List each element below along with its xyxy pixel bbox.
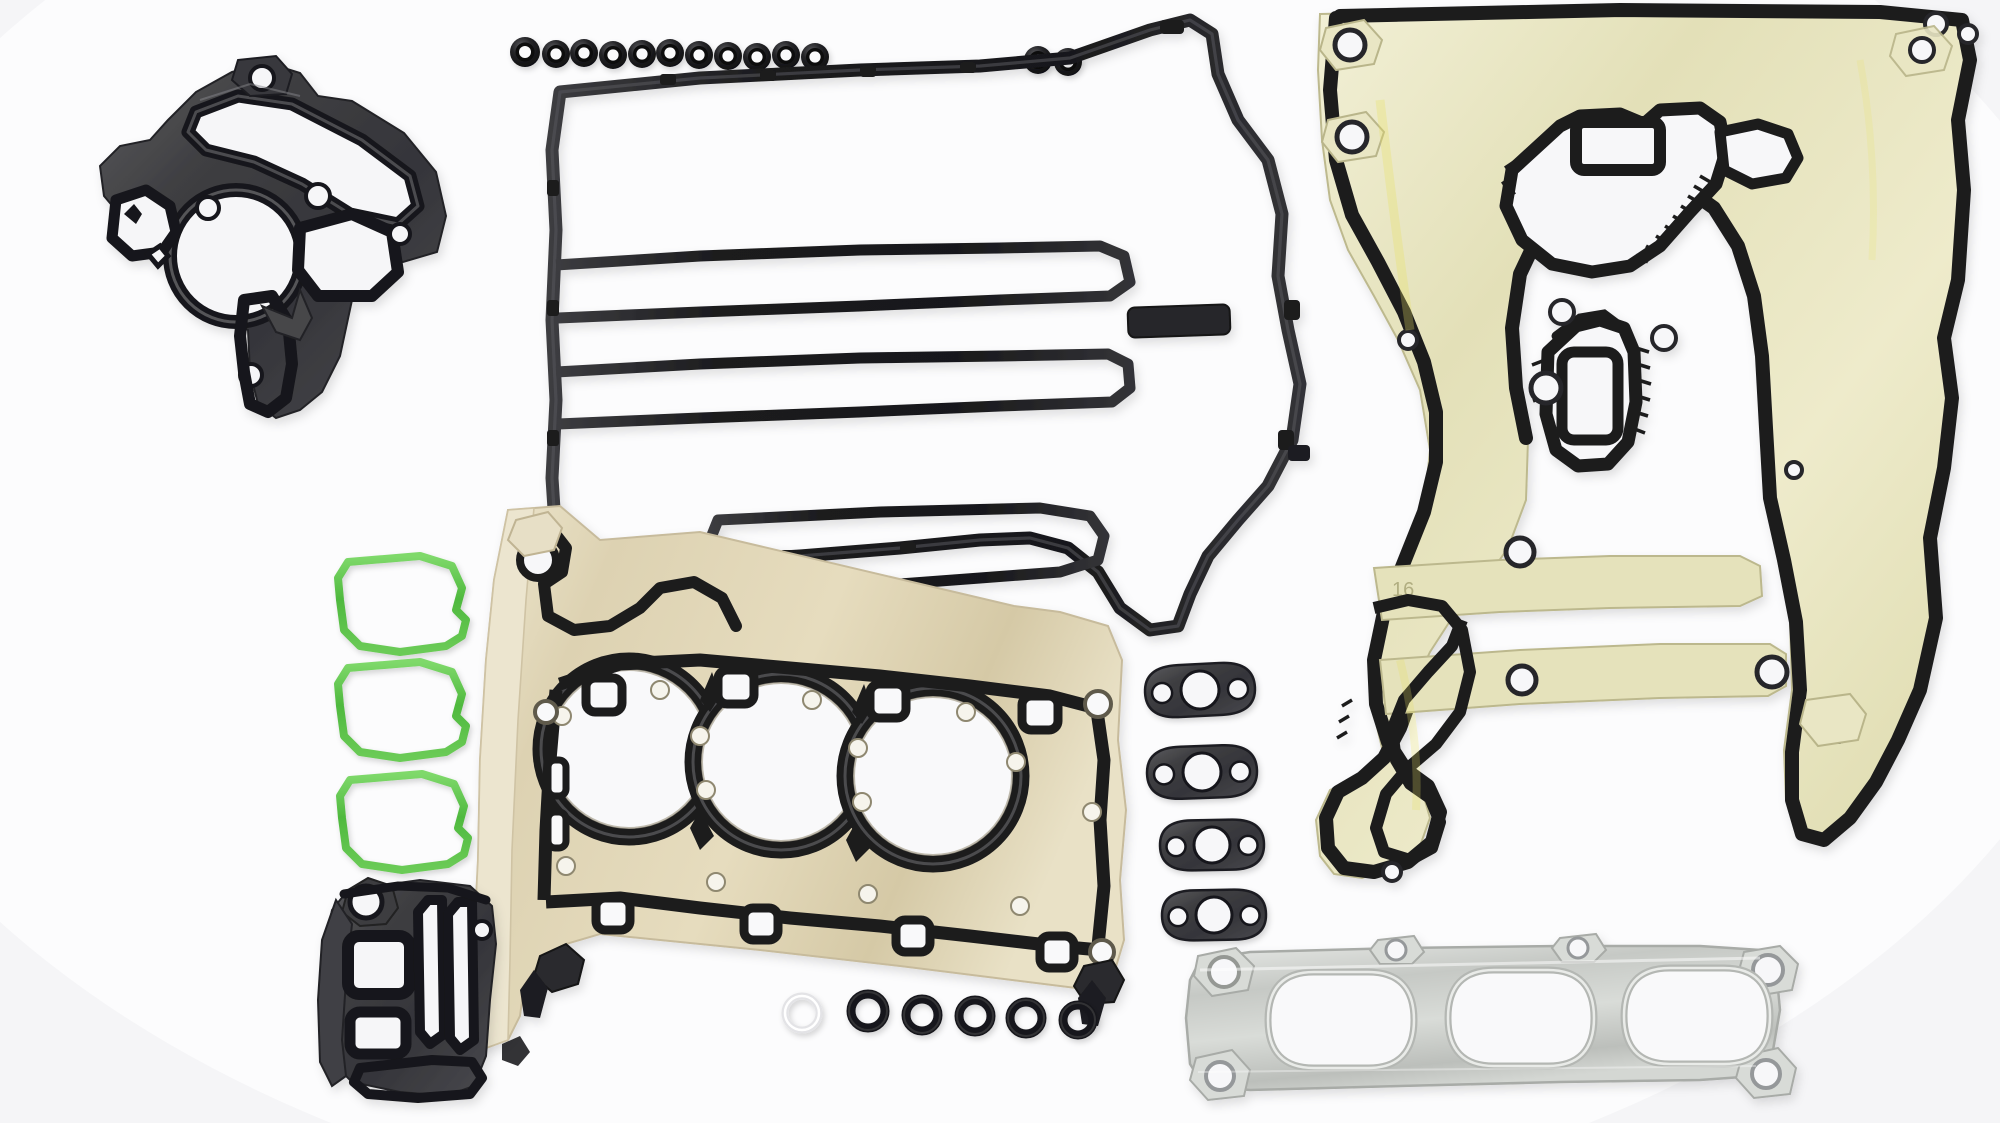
green-gasket-2: [334, 658, 470, 762]
o-ring-4: [1005, 997, 1047, 1039]
part-valve-cover-gasket: [545, 13, 1310, 637]
part-cylinder-head-gasket: [466, 504, 1128, 1050]
oval-flange-gasket-4: [1160, 888, 1268, 942]
o-ring-3: [954, 995, 996, 1037]
part-exhaust-manifold-gasket: [1184, 932, 1800, 1102]
part-oil-separator-gasket: [316, 876, 498, 1103]
o-ring-5: [1058, 1000, 1098, 1040]
o-ring-white: [781, 992, 823, 1034]
green-gasket-1: [334, 552, 470, 656]
o-ring-1: [846, 989, 890, 1033]
part-o-ring-set: [781, 989, 1098, 1040]
oval-flange-gasket-3: [1158, 818, 1266, 872]
part-oval-flange-gaskets: [1143, 661, 1268, 942]
head-gasket-lower-tab: [502, 1036, 530, 1066]
exhaust-port-3: [1620, 964, 1774, 1068]
oval-flange-gasket-2: [1145, 744, 1259, 800]
part-oil-pump-housing-gasket: [98, 54, 448, 420]
exhaust-port-2: [1444, 966, 1598, 1070]
exhaust-port-1: [1264, 968, 1418, 1072]
oval-flange-gasket-1: [1143, 661, 1257, 719]
green-gasket-3: [336, 770, 472, 874]
o-ring-2: [901, 994, 943, 1036]
part-green-intake-gaskets: [334, 552, 472, 874]
part-timing-cover-gasket: 16: [1314, 3, 1979, 883]
